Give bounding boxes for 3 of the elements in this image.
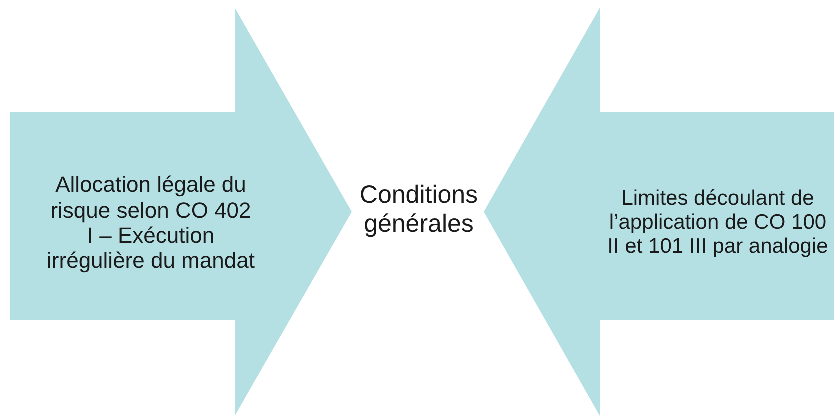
arrow-text: Allocation légale du risque selon CO 402 I – Exécution irrégulière du mandat bbox=[46, 171, 256, 276]
arrow-text: Limites découlant de l’application de CO 100 II et 101 III par analogie bbox=[606, 186, 830, 260]
center-label: Conditions générales bbox=[358, 180, 480, 240]
